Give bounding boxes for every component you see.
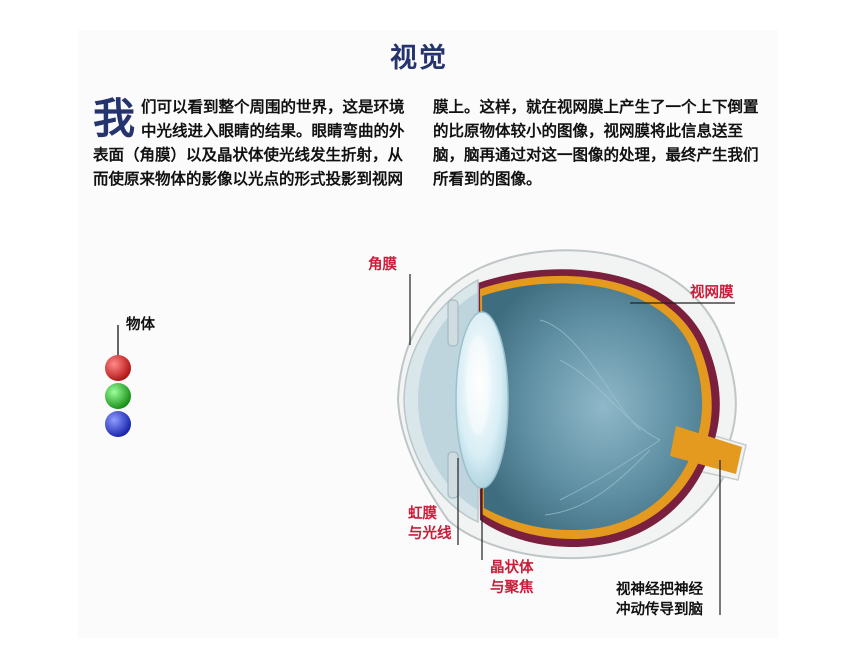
lens-highlight bbox=[466, 335, 490, 435]
drop-cap: 我 bbox=[93, 94, 136, 143]
text-column-left: 我 们可以看到整个周围的世界，这是环境中光线进入眼睛的结果。眼睛弯曲的外表面（角… bbox=[93, 95, 415, 191]
text-column-right: 膜上。这样，就在视网膜上产生了一个上下倒置的比原物体较小的图像，视网膜将此信息送… bbox=[433, 95, 763, 191]
leader-lines bbox=[409, 274, 735, 615]
label-lens-line2: 与聚焦 bbox=[490, 579, 534, 596]
label-lens-line1: 晶状体 bbox=[490, 559, 534, 576]
label-object: 物体 bbox=[126, 316, 155, 333]
vitreous-body bbox=[482, 283, 703, 531]
object-ball-red bbox=[105, 355, 131, 381]
iris-top bbox=[447, 299, 459, 347]
label-nerve-line2: 冲动传导到脑 bbox=[616, 601, 703, 618]
label-cornea: 角膜 bbox=[368, 256, 397, 273]
label-optic-nerve: 视神经把神经 冲动传导到脑 bbox=[616, 580, 703, 620]
label-iris: 虹膜 与光线 bbox=[408, 504, 452, 544]
page-title: 视觉 bbox=[390, 43, 448, 74]
iris-bottom bbox=[447, 451, 459, 499]
label-iris-line2: 与光线 bbox=[408, 525, 452, 542]
paragraph-left: 们可以看到整个周围的世界，这是环境中光线进入眼睛的结果。眼睛弯曲的外表面（角膜）… bbox=[93, 97, 405, 188]
label-iris-line1: 虹膜 bbox=[408, 505, 437, 522]
label-retina: 视网膜 bbox=[690, 284, 734, 301]
label-lens: 晶状体 与聚焦 bbox=[490, 558, 534, 598]
label-nerve-line1: 视神经把神经 bbox=[616, 581, 703, 598]
object-ball-blue bbox=[105, 411, 131, 437]
paragraph-right: 膜上。这样，就在视网膜上产生了一个上下倒置的比原物体较小的图像，视网膜将此信息送… bbox=[433, 97, 759, 188]
object-ball-green bbox=[105, 383, 131, 409]
optic-nerve bbox=[670, 426, 742, 474]
retinal-vessels bbox=[539, 319, 661, 516]
